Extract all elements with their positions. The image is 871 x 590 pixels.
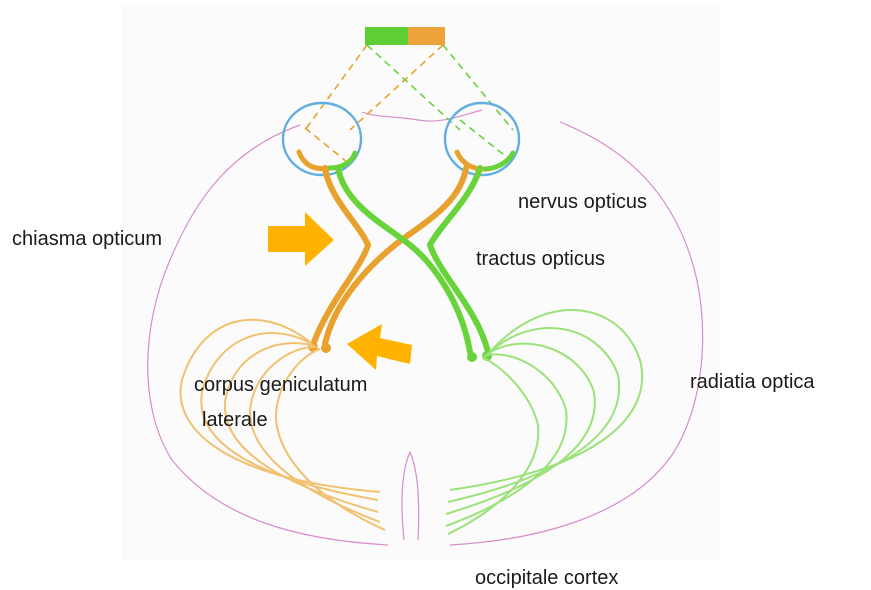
visual-field-left-green [365,27,408,45]
paper-background [122,6,720,560]
label-nervus-opticus: nervus opticus [518,190,647,214]
visual-field-right-orange [408,27,445,45]
label-chiasma-opticum: chiasma opticum [12,227,162,251]
label-radiatia-optica: radiatia optica [690,370,815,394]
label-corpus-geniculatum: corpus geniculatum [194,373,367,397]
label-laterale: laterale [202,408,268,432]
label-tractus-opticus: tractus opticus [476,247,605,271]
label-occipitale-cortex: occipitale cortex [475,566,618,590]
